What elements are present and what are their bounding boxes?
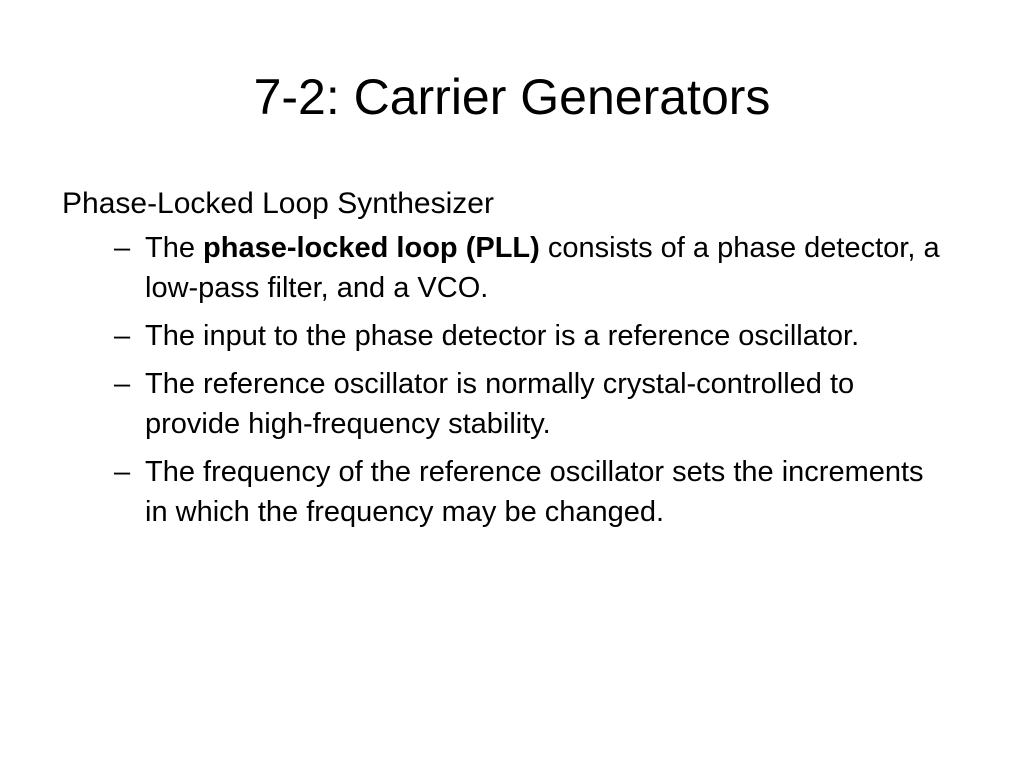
list-item: – The frequency of the reference oscilla…	[62, 452, 945, 532]
section-heading: Phase-Locked Loop Synthesizer	[62, 187, 494, 220]
item-text: The reference oscillator is normally cry…	[145, 368, 855, 440]
slide-title: 7-2: Carrier Generators	[253, 69, 771, 125]
dash-bullet-icon: –	[114, 456, 131, 488]
item-text: The frequency of the reference oscillato…	[145, 456, 924, 528]
item-text-suffix: consists of a phase detector, a low-pass…	[145, 232, 940, 304]
list-item: – The input to the phase detector is a r…	[62, 316, 945, 356]
item-bold-term: phase-locked loop (PLL)	[203, 232, 540, 264]
bullet-list: – The phase-locked loop (PLL) consists o…	[62, 228, 962, 532]
dash-bullet-icon: –	[114, 320, 131, 352]
item-text-prefix: The	[145, 232, 204, 264]
slide-body: Phase-Locked Loop Synthesizer – The phas…	[62, 184, 962, 540]
dash-bullet-icon: –	[114, 232, 131, 264]
dash-bullet-icon: –	[114, 368, 131, 400]
list-item: – The reference oscillator is normally c…	[62, 364, 945, 444]
item-text: The input to the phase detector is a ref…	[145, 320, 860, 352]
list-item: – The phase-locked loop (PLL) consists o…	[62, 228, 945, 308]
